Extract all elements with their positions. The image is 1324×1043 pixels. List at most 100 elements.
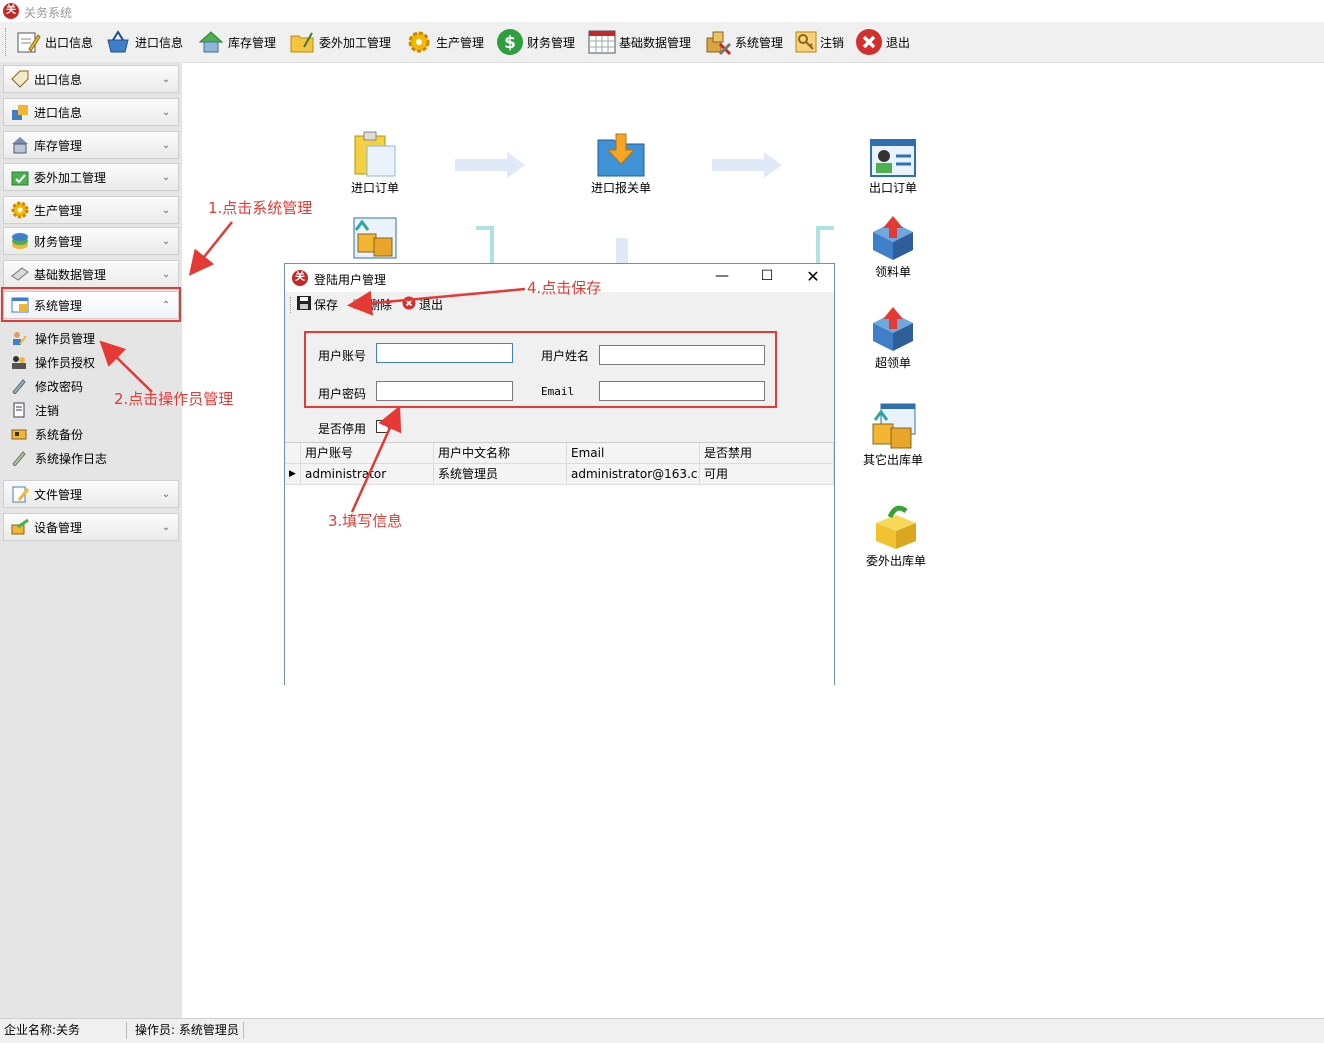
toolbar-logout-label: 注销: [820, 35, 845, 50]
sidebar-group-label: 基础数据管理: [34, 267, 107, 282]
sidebar-group-base-data[interactable]: 基础数据管理 ⌄: [3, 260, 179, 288]
flow-other-outbound[interactable]: 其它出库单: [848, 402, 938, 468]
toolbar-finance-label: 财务管理: [527, 35, 576, 50]
toolbar-logout-button[interactable]: 注销: [795, 26, 844, 58]
grid-header-disabled[interactable]: 是否禁用: [700, 443, 834, 464]
toolbar-system-label: 系统管理: [735, 35, 784, 50]
close-icon: [855, 28, 883, 56]
sidebar-item-operator-authorization[interactable]: 操作员授权: [10, 351, 95, 373]
flow-outsourcing-outbound[interactable]: 委外出库单: [851, 503, 941, 569]
flow-excess-requisition[interactable]: 超领单: [848, 305, 938, 371]
row-selector-icon[interactable]: ▶: [285, 464, 301, 485]
maximize-button[interactable]: ☐: [760, 268, 774, 284]
grid-header-email[interactable]: Email: [567, 443, 700, 464]
toolbar-base-data-button[interactable]: 基础数据管理: [588, 26, 691, 58]
sidebar-group-system[interactable]: 系统管理 ⌃: [3, 291, 179, 319]
dialog-title-bar: 关 登陆用户管理 — ☐ ✕: [285, 264, 834, 292]
toolbar-outsourcing-button[interactable]: 委外加工管理: [288, 26, 391, 58]
dialog-save-button[interactable]: 保存: [297, 296, 338, 313]
sidebar-group-file[interactable]: 文件管理 ⌄: [3, 480, 179, 508]
highlight-box-system-group: [1, 287, 181, 322]
sidebar-item-system-backup[interactable]: 系统备份: [10, 423, 83, 445]
grid-header-chinese-name[interactable]: 用户中文名称: [434, 443, 567, 464]
green-folder-icon: [9, 166, 31, 188]
pencil-icon: [10, 377, 28, 395]
sidebar-item-label: 系统备份: [35, 427, 84, 442]
flow-label: 委外出库单: [865, 554, 926, 568]
account-label: 用户账号: [318, 349, 367, 363]
password-input[interactable]: [376, 381, 513, 401]
chevron-down-icon: ⌄: [161, 204, 171, 216]
table-cell-chinese-name[interactable]: 系统管理员: [434, 464, 567, 485]
annotation-step2: 2.点击操作员管理: [114, 390, 234, 408]
sidebar-group-label: 财务管理: [34, 234, 83, 249]
table-cell-disabled[interactable]: 可用: [700, 464, 834, 485]
annotation-step1: 1.点击系统管理: [208, 199, 313, 217]
flow-connector-2: [616, 238, 628, 264]
flow-label: 超领单: [874, 356, 911, 370]
flow-connector-3: [816, 226, 834, 264]
window-title: 关务系统: [24, 6, 73, 20]
sidebar-group-label: 出口信息: [34, 72, 83, 87]
sidebar-item-label: 操作员管理: [35, 331, 96, 346]
sidebar-group-inventory[interactable]: 库存管理 ⌄: [3, 131, 179, 159]
window-title-bar: 关 关务系统: [0, 0, 1324, 22]
flow-material-requisition[interactable]: 领料单: [848, 214, 938, 280]
sidebar-item-operator-management[interactable]: 操作员管理: [10, 327, 95, 349]
sidebar-item-label: 操作员授权: [35, 355, 96, 370]
grid-header-account[interactable]: 用户账号: [301, 443, 434, 464]
minimize-button[interactable]: —: [715, 268, 729, 284]
toolbar-production-label: 生产管理: [436, 35, 485, 50]
floppy-disk-icon: [297, 296, 311, 313]
main-toolbar: 出口信息 进口信息 库存管理 委外加工管理 生产管理 $ 财务管理: [0, 22, 1324, 63]
toolbar-export-info-button[interactable]: 出口信息: [14, 26, 93, 58]
sidebar-group-import-info[interactable]: 进口信息 ⌄: [3, 98, 179, 126]
flow-connector-1: [476, 226, 494, 264]
tools-icon: [704, 28, 732, 56]
toolbar-finance-button[interactable]: $ 财务管理: [496, 26, 575, 58]
flow-label: 进口订单: [350, 181, 399, 195]
toolbar-system-button[interactable]: 系统管理: [704, 26, 783, 58]
book-icon: [9, 263, 31, 285]
sidebar-group-production[interactable]: 生产管理 ⌄: [3, 196, 179, 224]
folder-download-icon: [596, 130, 646, 178]
users-key-icon: [10, 353, 28, 371]
toolbar-exit-button[interactable]: 退出: [855, 26, 910, 58]
status-bar: 企业名称:关务 操作员: 系统管理员: [0, 1018, 1324, 1043]
clipboard-icon: [350, 130, 400, 178]
toolbar-import-info-button[interactable]: 进口信息: [104, 26, 183, 58]
name-input[interactable]: [599, 345, 765, 365]
sidebar-group-outsourcing[interactable]: 委外加工管理 ⌄: [3, 163, 179, 191]
table-cell-email[interactable]: administrator@163.c...: [567, 464, 700, 485]
close-window-button[interactable]: ✕: [806, 267, 820, 286]
sidebar-item-label: 注销: [35, 403, 60, 418]
pencil-note-icon: [14, 28, 42, 56]
flow-import-declaration[interactable]: 进口报关单: [576, 130, 666, 196]
account-input[interactable]: [376, 343, 513, 363]
sidebar-group-export-info[interactable]: 出口信息 ⌄: [3, 65, 179, 93]
house-icon: [197, 28, 225, 56]
flow-export-order[interactable]: 出口订单: [848, 130, 938, 196]
annotation-arrow-4: [347, 287, 526, 316]
dialog-save-label: 保存: [314, 298, 339, 312]
gear-icon: [9, 199, 31, 221]
email-input[interactable]: [599, 381, 765, 401]
toolbar-grip: [5, 28, 8, 56]
toolbar-production-button[interactable]: 生产管理: [405, 26, 484, 58]
status-operator: 操作员: 系统管理员: [131, 1022, 244, 1039]
sidebar-group-equipment[interactable]: 设备管理 ⌄: [3, 513, 179, 541]
chevron-down-icon: ⌄: [161, 171, 171, 183]
sidebar-item-system-log[interactable]: 系统操作日志: [10, 447, 107, 469]
toolbar-inventory-button[interactable]: 库存管理: [197, 26, 276, 58]
folder-icon: [288, 28, 316, 56]
sidebar-item-logout[interactable]: 注销: [10, 399, 59, 421]
table-cell-account[interactable]: administrator: [301, 464, 434, 485]
user-edit-icon: [10, 329, 28, 347]
key-icon: [795, 28, 817, 56]
flow-import-order[interactable]: 进口订单: [330, 130, 420, 196]
flow-label: 进口报关单: [590, 181, 651, 195]
sidebar-group-label: 系统管理: [34, 298, 83, 313]
log-pencil-icon: [10, 449, 28, 467]
sidebar-item-change-password[interactable]: 修改密码: [10, 375, 83, 397]
sidebar-group-finance[interactable]: 财务管理 ⌄: [3, 227, 179, 255]
